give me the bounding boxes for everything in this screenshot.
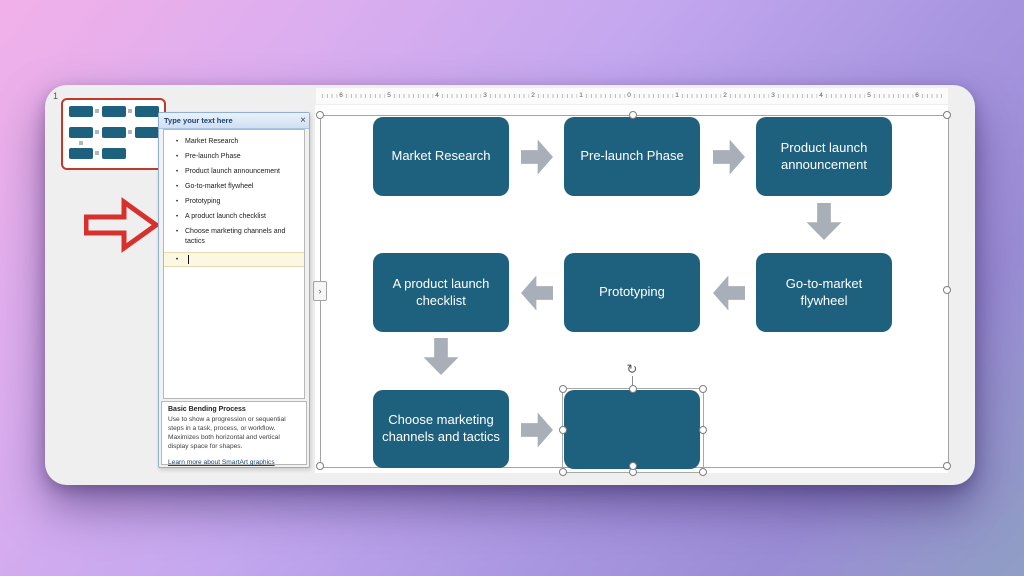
text-pane-item-label: Pre-launch Phase <box>185 153 241 160</box>
frame-resize-handle[interactable] <box>629 462 637 470</box>
text-pane-title: Type your text here <box>164 116 233 125</box>
text-pane-item-label: Choose marketing channels and tactics <box>185 228 286 245</box>
ruler-tick-label: 2 <box>721 90 729 101</box>
ruler-tick-label: 3 <box>769 90 777 101</box>
ruler-tick-label: 0 <box>625 90 633 101</box>
bullet-icon: • <box>176 169 179 175</box>
thumbnail-shape <box>69 148 93 159</box>
frame-resize-handle[interactable] <box>943 462 951 470</box>
text-pane-item-label: Go-to-market flywheel <box>185 183 254 190</box>
text-pane-item[interactable]: • Market Research <box>164 137 304 147</box>
slide-thumbnail[interactable] <box>61 98 166 170</box>
bullet-icon: • <box>176 256 179 263</box>
ruler-tick-label: 4 <box>817 90 825 101</box>
text-pane-item-label: Market Research <box>185 138 239 145</box>
ruler-tick-label: 3 <box>481 90 489 101</box>
bullet-icon: • <box>176 184 179 190</box>
frame-resize-handle[interactable] <box>943 286 951 294</box>
shape-resize-handle[interactable] <box>699 426 707 434</box>
frame-resize-handle[interactable] <box>943 111 951 119</box>
layout-info-panel: Basic Bending Process Use to show a prog… <box>161 401 307 467</box>
bullet-icon: • <box>176 199 179 205</box>
ruler-tick-label: 1 <box>673 90 681 101</box>
thumbnail-shape <box>69 127 93 138</box>
bullet-icon: • <box>176 139 179 145</box>
text-pane-header: Type your text here × <box>159 113 309 129</box>
thumbnail-shape <box>102 148 126 159</box>
rotation-handle-stem <box>632 376 633 388</box>
shape-selection-outline <box>559 385 707 476</box>
thumbnail-arrow-icon <box>95 109 99 113</box>
smartart-shape[interactable]: Choose marketing channels and tactics <box>373 390 509 468</box>
text-pane-list: • Market Research • Pre-launch Phase • P… <box>163 129 305 399</box>
shape-resize-handle[interactable] <box>699 468 707 476</box>
slide-number: 1 <box>53 91 59 101</box>
text-pane-item-label: A product launch checklist <box>185 213 266 220</box>
frame-resize-handle[interactable] <box>629 111 637 119</box>
smartart-shape[interactable]: A product launch checklist <box>373 253 509 332</box>
ruler-tick-label: 5 <box>865 90 873 101</box>
smartart-shape[interactable]: Prototyping <box>564 253 700 332</box>
text-pane-item-label: Product launch announcement <box>185 168 280 175</box>
text-cursor <box>188 255 189 264</box>
smartart-text-pane: Type your text here × • Market Research … <box>158 112 310 468</box>
rotation-handle-icon[interactable]: ↻ <box>626 361 638 377</box>
slide-canvas[interactable]: › Market Research Pre-launch Phase Produ… <box>313 105 951 476</box>
ruler-tick-label: 6 <box>337 90 345 101</box>
smartart-shape-selected[interactable] <box>564 390 700 469</box>
shape-resize-handle[interactable] <box>559 468 567 476</box>
ruler-tick-label: 1 <box>577 90 585 101</box>
text-pane-item[interactable]: • Go-to-market flywheel <box>164 182 304 192</box>
ruler-tick-label: 5 <box>385 90 393 101</box>
frame-resize-handle[interactable] <box>316 111 324 119</box>
thumbnail-shape <box>69 106 93 117</box>
thumbnail-arrow-icon <box>95 151 99 155</box>
shape-resize-handle[interactable] <box>629 385 637 393</box>
ruler-tick-label: 2 <box>529 90 537 101</box>
smartart-shape[interactable]: Product launch announcement <box>756 117 892 196</box>
thumbnail-arrow-icon <box>95 130 99 134</box>
thumbnail-arrow-icon <box>79 141 83 145</box>
app-window: 1 6 5 4 3 2 1 0 1 2 3 4 5 6 <box>45 85 975 485</box>
thumbnail-arrow-icon <box>128 109 132 113</box>
smartart-shape[interactable]: Go-to-market flywheel <box>756 253 892 332</box>
text-pane-item-label: Prototyping <box>185 198 221 205</box>
smartart-shape[interactable]: Market Research <box>373 117 509 196</box>
thumbnail-shape <box>102 106 126 117</box>
annotation-arrow-icon <box>84 197 160 253</box>
bullet-icon: • <box>176 214 179 220</box>
thumbnail-arrow-icon <box>128 130 132 134</box>
text-pane-item[interactable]: • A product launch checklist <box>164 212 304 222</box>
ruler-tick-label: 6 <box>913 90 921 101</box>
bullet-icon: • <box>176 154 179 160</box>
close-icon[interactable]: × <box>300 115 306 126</box>
layout-info-description: Use to show a progression or sequential … <box>168 416 286 451</box>
smartart-shape[interactable]: Pre-launch Phase <box>564 117 700 196</box>
learn-more-link[interactable]: Learn more about SmartArt graphics <box>168 459 275 467</box>
ruler-tick-label: 4 <box>433 90 441 101</box>
layout-info-title: Basic Bending Process <box>168 406 246 413</box>
text-pane-item[interactable]: • Pre-launch Phase <box>164 152 304 162</box>
shape-resize-handle[interactable] <box>559 426 567 434</box>
bullet-icon: • <box>176 229 179 235</box>
text-pane-active-item[interactable]: • <box>164 252 304 267</box>
shape-resize-handle[interactable] <box>699 385 707 393</box>
text-pane-item[interactable]: • Product launch announcement <box>164 167 304 177</box>
horizontal-ruler: 6 5 4 3 2 1 0 1 2 3 4 5 6 <box>316 88 948 104</box>
thumbnail-shape <box>135 106 159 117</box>
thumbnail-shape <box>102 127 126 138</box>
text-pane-item[interactable]: • Choose marketing channels and tactics <box>164 227 304 247</box>
frame-resize-handle[interactable] <box>316 462 324 470</box>
text-pane-toggle-chevron-icon[interactable]: › <box>313 281 327 301</box>
text-pane-item[interactable]: • Prototyping <box>164 197 304 207</box>
shape-resize-handle[interactable] <box>559 385 567 393</box>
thumbnail-shape <box>135 127 159 138</box>
